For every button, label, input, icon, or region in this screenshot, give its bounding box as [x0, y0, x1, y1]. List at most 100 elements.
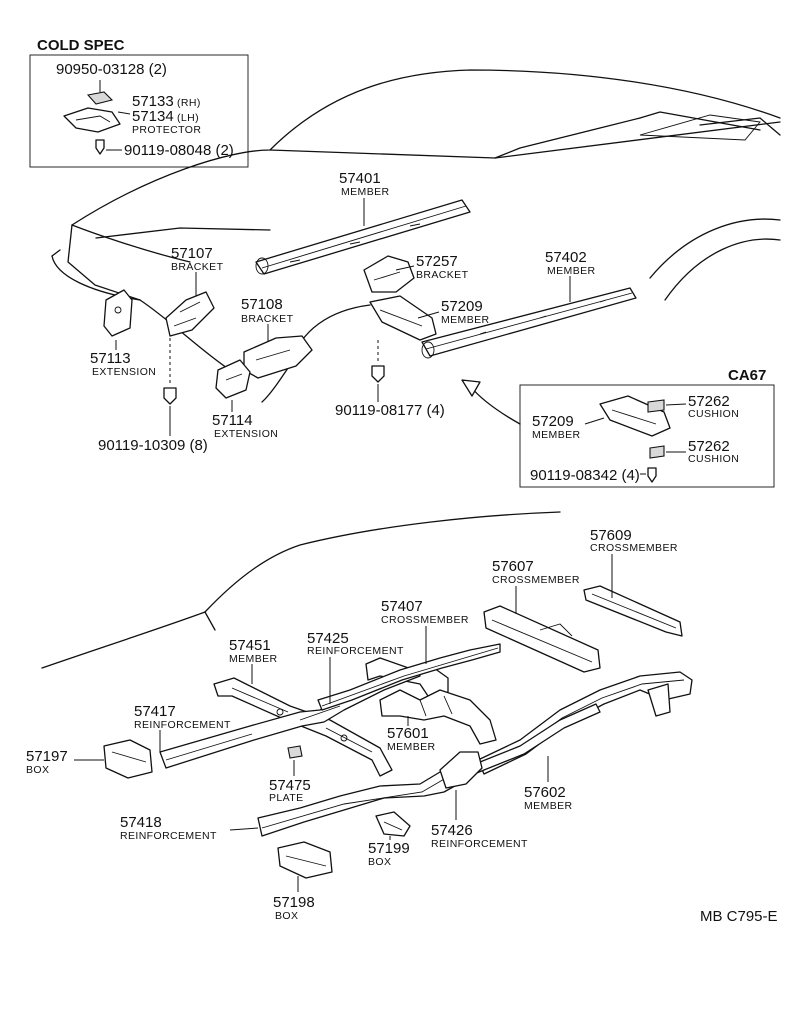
label-57609: 57609	[590, 527, 632, 544]
label-57402-name: MEMBER	[547, 265, 596, 277]
label-57602: 57602	[524, 784, 566, 801]
cushion-icon	[649, 445, 665, 459]
label-57407: 57407	[381, 598, 423, 615]
cold-spec-box	[29, 54, 249, 168]
label-57475: 57475	[269, 777, 311, 794]
label-57114: 57114	[212, 412, 253, 429]
clip-icon	[86, 91, 114, 105]
ca67-part-57262-b-name: CUSHION	[688, 453, 739, 465]
crossmember-57609-drawing	[583, 585, 683, 637]
lower-car-outline	[41, 511, 561, 669]
label-90119-08177: 90119-08177 (4)	[335, 402, 445, 419]
box-57198-drawing	[277, 841, 333, 879]
label-57407-name: CROSSMEMBER	[381, 614, 469, 626]
label-57602-name: MEMBER	[524, 800, 573, 812]
label-57198: 57198	[273, 894, 315, 911]
label-57107-name: BRACKET	[171, 261, 224, 273]
label-57108-name: BRACKET	[241, 313, 294, 325]
member-57601-drawing	[379, 689, 497, 745]
ca67-part-57262-a: 57262	[688, 393, 730, 410]
plate-57475-drawing	[287, 745, 303, 759]
box-57197-drawing	[103, 739, 153, 779]
ca67-part-57209-name: MEMBER	[532, 429, 581, 441]
ca67-inset: CA67 57262 CUSHION 57209 MEMBER 57262 CU…	[519, 367, 775, 488]
bolt-icon	[647, 467, 657, 483]
label-57257-name: BRACKET	[416, 269, 469, 281]
upper-car-outline	[51, 69, 781, 403]
label-57197-name: BOX	[26, 764, 49, 776]
label-57475-name: PLATE	[269, 792, 303, 804]
bolts-drawing	[163, 338, 385, 405]
cold-spec-inset: COLD SPEC 90950-03128 (2) 57133 (RH) 571…	[29, 37, 249, 168]
cold-spec-part-57134-side: (LH)	[177, 112, 199, 124]
label-57426-name: REINFORCEMENT	[431, 838, 528, 850]
reinforcement-57426-drawing	[439, 751, 483, 789]
label-90119-10309: 90119-10309 (8)	[98, 437, 208, 454]
label-57209: 57209	[441, 298, 483, 315]
arrow-head-icon	[461, 379, 481, 397]
label-57209-name: MEMBER	[441, 314, 490, 326]
box-57199-drawing	[375, 811, 411, 837]
diagram-code: MB C795-E	[700, 908, 778, 925]
label-57451: 57451	[229, 637, 271, 654]
cold-spec-part-90119-08048: 90119-08048 (2)	[124, 142, 234, 159]
label-57417: 57417	[134, 703, 176, 720]
bracket-57257-drawing	[363, 255, 415, 293]
label-57425: 57425	[307, 630, 349, 647]
ca67-part-57262-a-name: CUSHION	[688, 408, 739, 420]
member-57401-drawing	[255, 199, 471, 275]
label-57609-name: CROSSMEMBER	[590, 542, 678, 554]
label-57199-name: BOX	[368, 856, 391, 868]
ca67-part-90119-08342: 90119-08342 (4)	[530, 467, 640, 484]
lower-labels: 57609 CROSSMEMBER 57607 CROSSMEMBER 5740…	[26, 527, 678, 922]
ca67-arrow	[469, 385, 521, 425]
crossmember-57607-drawing	[483, 605, 601, 673]
label-57601: 57601	[387, 725, 429, 742]
cold-spec-part-57133: 57133	[132, 93, 174, 110]
bracket-57108-drawing	[243, 335, 313, 379]
ca67-part-57262-b: 57262	[688, 438, 730, 455]
cold-spec-title: COLD SPEC	[37, 37, 125, 54]
label-57197: 57197	[26, 748, 68, 765]
cold-spec-leader	[117, 111, 131, 115]
ca67-title: CA67	[728, 367, 766, 384]
member-57451-drawing	[213, 677, 393, 777]
label-57418: 57418	[120, 814, 162, 831]
extension-57114-drawing	[215, 359, 251, 399]
protector-icon	[63, 107, 121, 133]
member-57402-drawing	[421, 287, 637, 359]
label-57107: 57107	[171, 245, 213, 262]
label-57425-name: REINFORCEMENT	[307, 645, 404, 657]
label-57417-name: REINFORCEMENT	[134, 719, 231, 731]
member-57209-drawing	[369, 295, 437, 341]
label-57199: 57199	[368, 840, 410, 857]
bracket-57107-drawing	[165, 291, 215, 337]
ca67-box	[519, 384, 775, 488]
cold-spec-part-protector: PROTECTOR	[132, 124, 201, 136]
label-57108: 57108	[241, 296, 283, 313]
label-57601-name: MEMBER	[387, 741, 436, 753]
protector-icon	[75, 115, 111, 123]
label-57418-name: REINFORCEMENT	[120, 830, 217, 842]
bolt-icon	[95, 139, 105, 155]
cushion-icon	[647, 399, 665, 413]
label-57401-name: MEMBER	[341, 186, 390, 198]
label-57113: 57113	[90, 350, 131, 367]
label-57607-name: CROSSMEMBER	[492, 574, 580, 586]
label-57257: 57257	[416, 253, 458, 270]
label-57113-name: EXTENSION	[92, 366, 156, 378]
extension-57113-drawing	[103, 289, 133, 337]
upper-labels: 57401 MEMBER 57107 BRACKET 57257 BRACKET…	[90, 170, 596, 454]
cold-spec-part-57134: 57134	[132, 108, 174, 125]
reinforcement-57425-drawing	[317, 643, 501, 711]
cold-spec-part-57133-side: (RH)	[177, 97, 201, 109]
label-57402: 57402	[545, 249, 587, 266]
label-57198-name: BOX	[275, 910, 298, 922]
ca67-member-icon	[611, 409, 657, 425]
label-57114-name: EXTENSION	[214, 428, 278, 440]
cold-spec-part-90950: 90950-03128 (2)	[56, 61, 167, 78]
ca67-part-57209: 57209	[532, 413, 574, 430]
label-57451-name: MEMBER	[229, 653, 278, 665]
label-57607: 57607	[492, 558, 534, 575]
